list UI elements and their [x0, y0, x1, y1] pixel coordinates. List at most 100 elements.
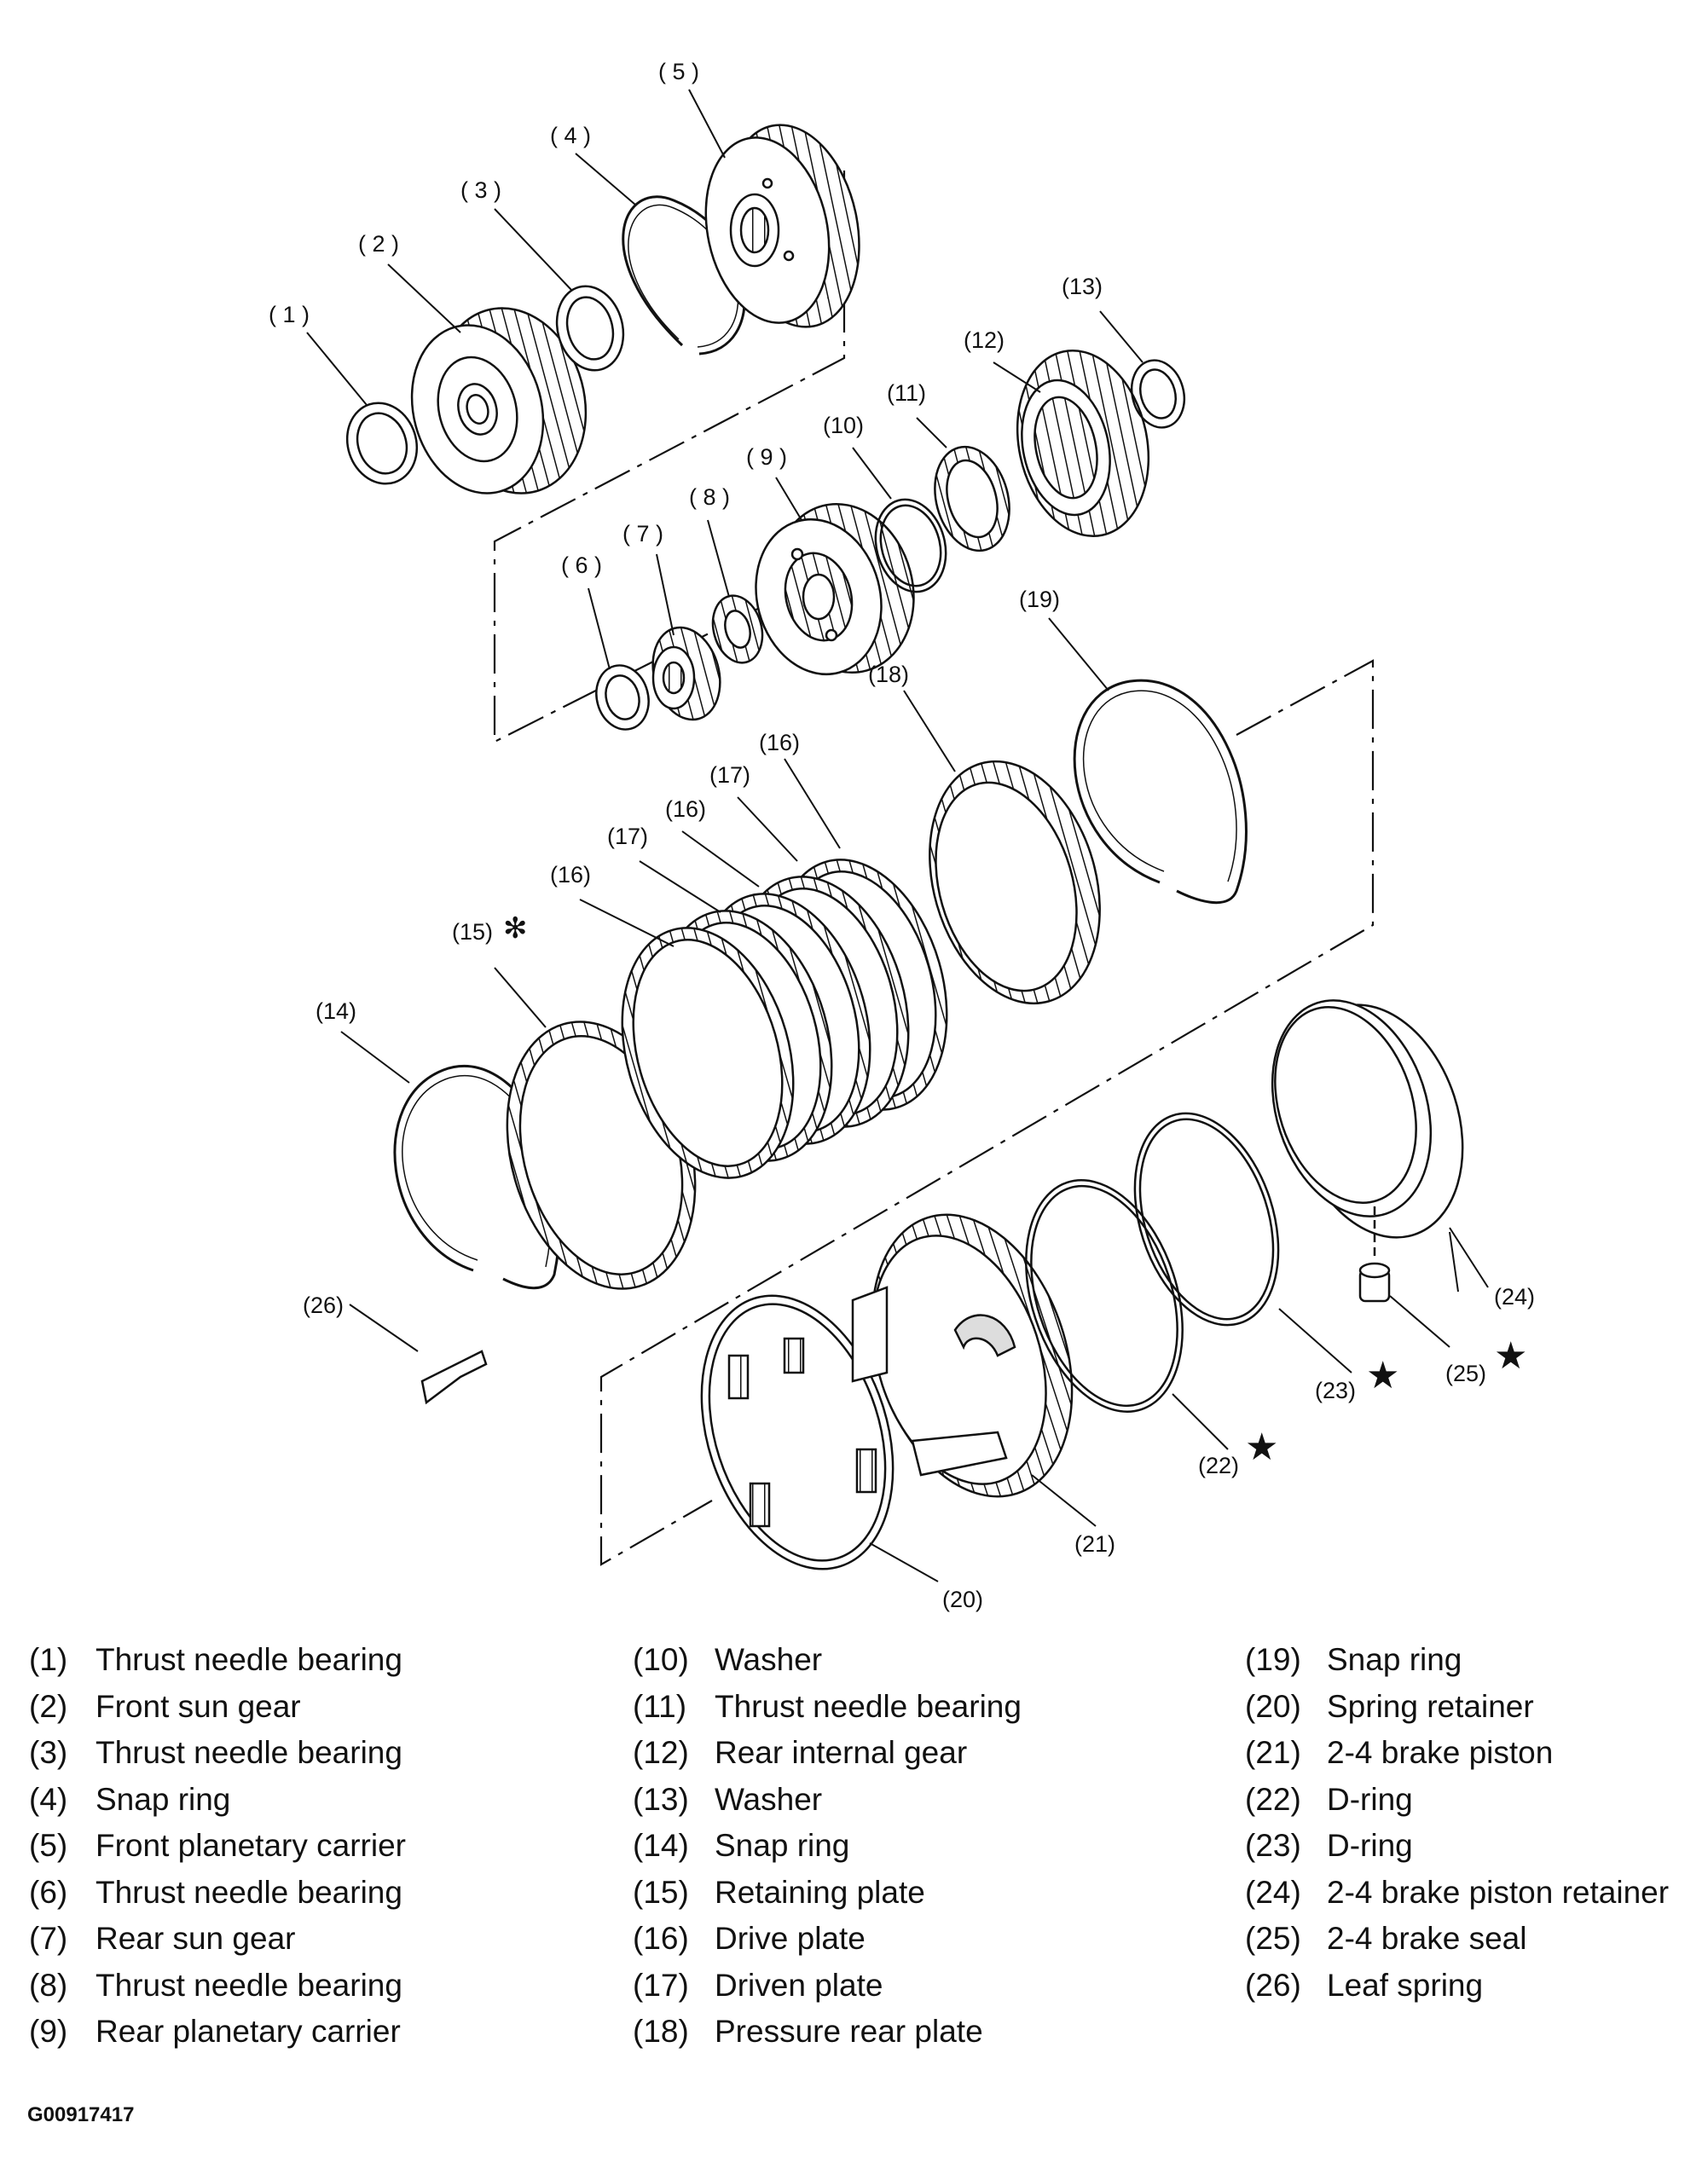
legend-item-number: (23): [1245, 1828, 1301, 1863]
callout-20: (20): [942, 1587, 983, 1612]
legend-item-number: (14): [633, 1828, 689, 1863]
legend-item-label: Thrust needle bearing: [96, 1642, 402, 1677]
legend-item: (16) Drive plate: [633, 1916, 1213, 1963]
legend-item-label: Spring retainer: [1327, 1688, 1534, 1724]
legend-item-number: (13): [633, 1781, 689, 1817]
callout-24: (24): [1494, 1284, 1535, 1310]
leader-lines: [306, 89, 1489, 1582]
legend-item: (9)Rear planetary carrier: [29, 2009, 609, 2056]
legend-item-label: D-ring: [1327, 1781, 1413, 1817]
callout-25: (25): [1445, 1361, 1486, 1386]
part-19-snap-ring: [1073, 679, 1248, 905]
legend-item-number: (19): [1245, 1642, 1301, 1677]
legend-item-label: Washer: [715, 1781, 823, 1817]
part-1-thrust-needle-bearing: [345, 402, 419, 485]
legend-item-number: (7): [29, 1921, 68, 1956]
part-25-2-4-brake-seal: [1358, 1206, 1391, 1303]
callout-16a: (16): [550, 862, 591, 888]
legend-item-label: Drive plate: [715, 1921, 866, 1956]
legend-item: (12) Rear internal gear: [633, 1730, 1213, 1777]
callout-labels: ( 1 ) ( 2 ) ( 3 ) ( 4 ) ( 5 ) ( 6 ) ( 7 …: [269, 59, 1535, 1612]
part-5-front-planetary-carrier: [704, 124, 860, 328]
callout-11: (11): [887, 380, 926, 406]
legend-item: (25)2-4 brake seal: [1245, 1916, 1705, 1963]
legend-item: (24)2-4 brake piston retainer: [1245, 1870, 1705, 1917]
legend-item-number: (8): [29, 1967, 68, 2003]
callout-17b: (17): [709, 762, 750, 788]
callout-16b: (16): [665, 796, 706, 822]
legend-item-label: Front sun gear: [96, 1688, 301, 1724]
legend-column-1: (1)Thrust needle bearing(2)Front sun gea…: [29, 1637, 609, 2056]
callout-4: ( 4 ): [550, 123, 591, 148]
legend-item: (7) Rear sun gear: [29, 1916, 609, 1963]
callout-21: (21): [1074, 1531, 1115, 1557]
callout-23: (23): [1315, 1378, 1356, 1403]
legend-item: (23) D-ring: [1245, 1823, 1705, 1870]
callout-14: (14): [316, 998, 356, 1024]
alignment-line-middle: [599, 659, 1375, 1566]
callout-12: (12): [964, 327, 1005, 353]
legend-item-label: Thrust needle bearing: [715, 1688, 1022, 1724]
legend-item-label: 2-4 brake piston: [1327, 1735, 1554, 1770]
parts-legend: (1)Thrust needle bearing(2)Front sun gea…: [0, 1637, 1708, 2080]
part-22-d-ring: [1025, 1179, 1184, 1413]
legend-item-label: Rear sun gear: [96, 1921, 296, 1956]
legend-item: (6) Thrust needle bearing: [29, 1870, 609, 1917]
legend-item: (1) Thrust needle bearing: [29, 1637, 609, 1684]
legend-item-number: (16): [633, 1921, 689, 1956]
legend-item-number: (20): [1245, 1688, 1301, 1724]
legend-item: (18)Pressure rear plate: [633, 2009, 1213, 2056]
part-23-d-ring: [1133, 1112, 1280, 1327]
legend-item: (26)Leaf spring: [1245, 1963, 1705, 2010]
callout-3: ( 3 ): [460, 177, 501, 203]
part-9-rear-planetary-carrier: [755, 502, 915, 676]
legend-item-number: (11): [633, 1688, 687, 1724]
legend-item-number: (10): [633, 1642, 689, 1677]
callout-26: (26): [303, 1293, 344, 1318]
legend-item: (3)Thrust needle bearing: [29, 1730, 609, 1777]
legend-item-number: (26): [1245, 1967, 1301, 2003]
legend-item-label: Snap ring: [715, 1828, 850, 1863]
part-18-pressure-rear-plate: [929, 760, 1101, 1005]
callout-15: (15): [452, 919, 493, 945]
legend-item: (5)Front planetary carrier: [29, 1823, 609, 1870]
part-12-rear-internal-gear: [1016, 350, 1150, 537]
legend-item-label: Snap ring: [1327, 1642, 1462, 1677]
legend-item-label: Rear internal gear: [715, 1735, 968, 1770]
legend-item: (10) Washer: [633, 1637, 1213, 1684]
legend-item: (4)Snap ring: [29, 1777, 609, 1824]
legend-item-label: Retaining plate: [715, 1874, 925, 1910]
legend-item-number: (15): [633, 1874, 689, 1910]
part-6-thrust-needle-bearing: [595, 664, 650, 731]
legend-item-number: (12): [633, 1735, 689, 1770]
legend-item: (20) Spring retainer: [1245, 1684, 1705, 1731]
callout-13: (13): [1062, 274, 1103, 299]
legend-item-number: (9): [29, 2014, 68, 2049]
legend-item-label: D-ring: [1327, 1828, 1413, 1863]
callout-6: ( 6 ): [561, 552, 602, 578]
part-10-washer: [874, 498, 947, 593]
part-11-thrust-needle-bearing: [934, 445, 1010, 552]
legend-column-2: (10) Washer (11) Thrust needle bearing (12) R…: [633, 1637, 1213, 2056]
legend-item-number: (18): [633, 2014, 689, 2049]
exploded-parts-diagram: ( 1 ) ( 2 ) ( 3 ) ( 4 ) ( 5 ) ( 6 ) ( 7 …: [269, 59, 1535, 1612]
callout-17a: (17): [607, 824, 648, 849]
part-7-rear-sun-gear: [651, 626, 721, 721]
part-13-washer: [1130, 359, 1186, 429]
part-16-17-clutch-pack: [621, 859, 948, 1179]
legend-item: (15) Retaining plate: [633, 1870, 1213, 1917]
legend-item-label: Thrust needle bearing: [96, 1874, 402, 1910]
legend-item-label: Washer: [715, 1642, 823, 1677]
legend-item-number: (1): [29, 1642, 68, 1677]
legend-item: (17)Driven plate: [633, 1963, 1213, 2010]
callout-5: ( 5 ): [658, 59, 699, 84]
callout-19: (19): [1019, 587, 1060, 612]
part-21-2-4-brake-piston: [851, 1213, 1074, 1498]
legend-item-number: (22): [1245, 1781, 1301, 1817]
legend-item-label: Front planetary carrier: [96, 1828, 406, 1863]
legend-item-number: (4): [29, 1781, 68, 1817]
part-2-front-sun-gear: [410, 307, 588, 494]
part-20-spring-retainer: [700, 1294, 895, 1570]
legend-item: (19) Snap ring: [1245, 1637, 1705, 1684]
legend-item-number: (6): [29, 1874, 68, 1910]
